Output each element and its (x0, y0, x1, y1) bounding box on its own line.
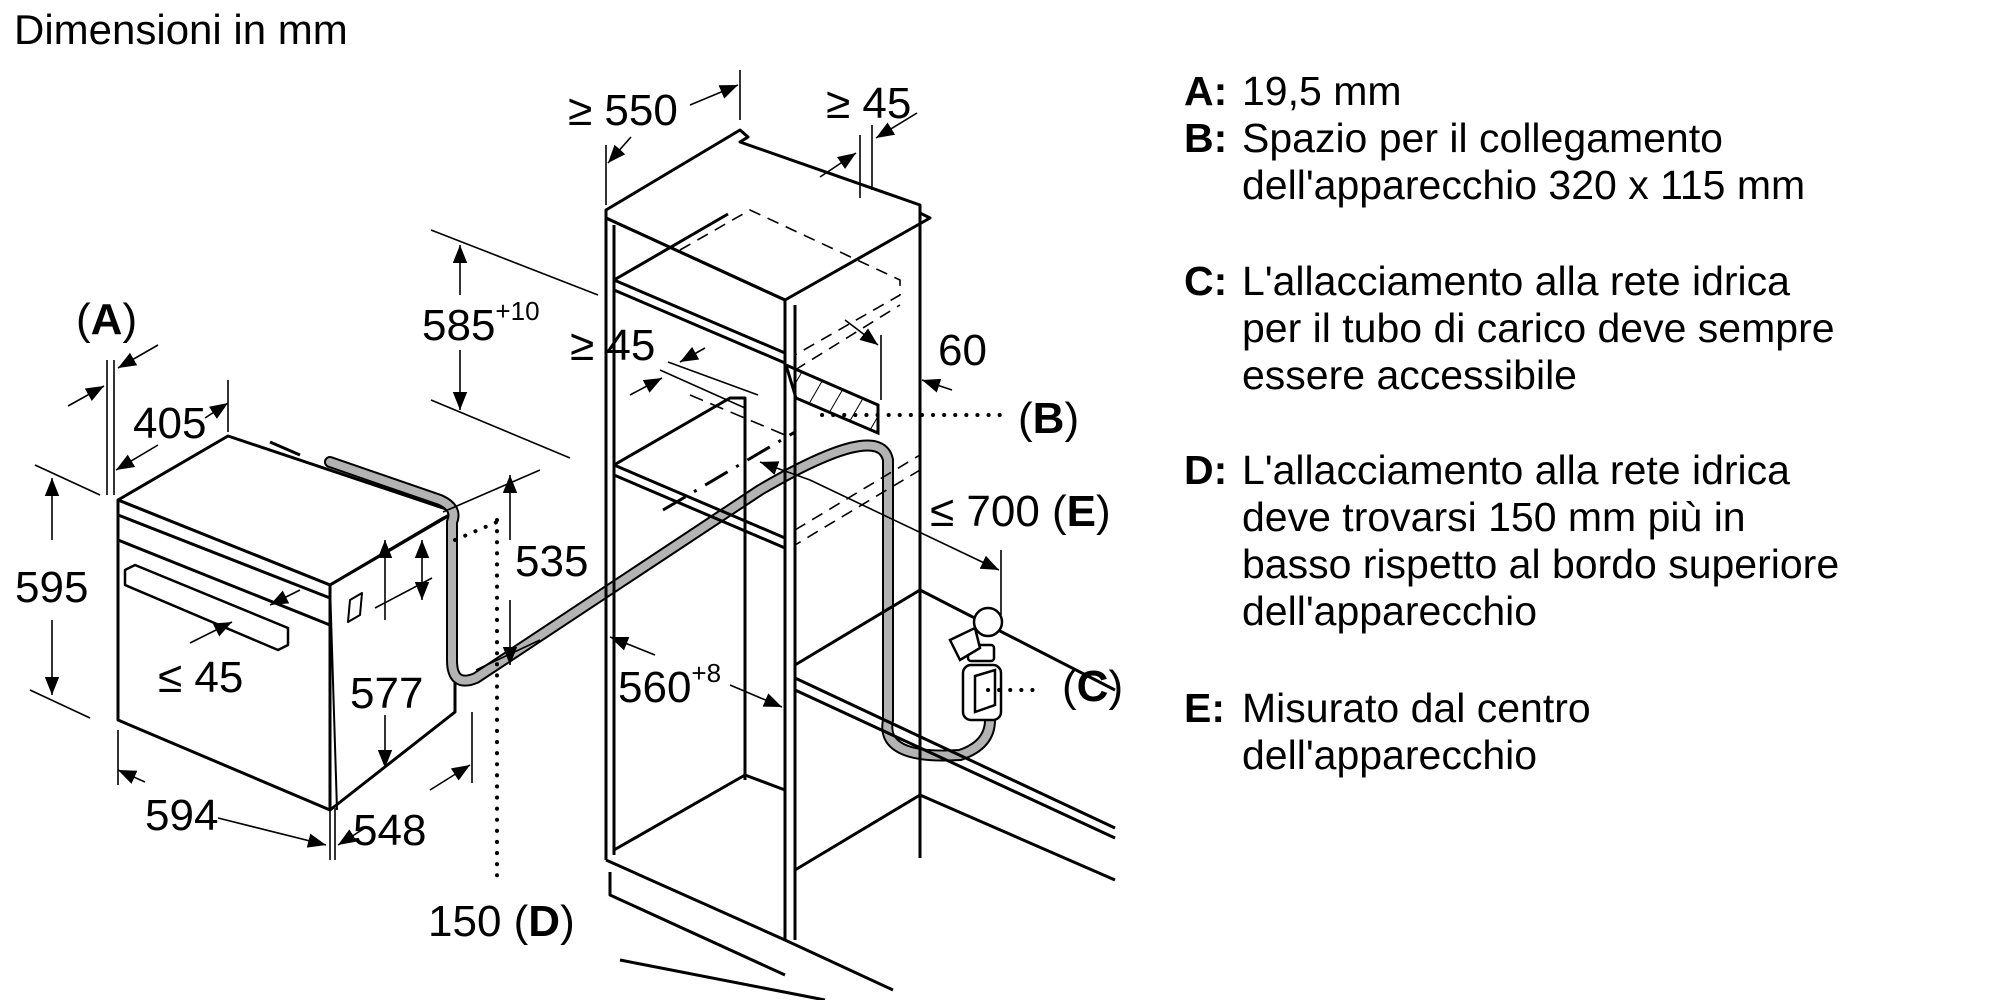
callout-letter: A (90, 295, 123, 344)
label-e: ≤ 700 (E) (930, 487, 1111, 536)
label-niche-width: 560+8 (618, 658, 721, 712)
label-oven-height: 595 (15, 563, 88, 612)
connection-space-b (783, 362, 880, 436)
label-niche-height-low: 535 (515, 537, 588, 586)
label-oven-depth: 405 (133, 399, 206, 448)
label-front-gap: ≥ 45 (570, 321, 655, 370)
label-handle-depth: ≤ 45 (158, 653, 243, 702)
label-oven-body-depth: 548 (353, 806, 426, 855)
legend-key: A: (1184, 68, 1228, 114)
legend-text: Misurato dal centro dell'apparecchio (1242, 685, 1591, 778)
oven-handle (123, 563, 290, 652)
callout-letter: E (1066, 487, 1097, 536)
label-c: (C) (1062, 662, 1124, 711)
cabinet (604, 128, 1116, 1000)
diagram-title: Dimensioni in mm (14, 6, 348, 53)
legend-text: Spazio per il collegamento dell'apparecc… (1242, 115, 1806, 208)
niche-height-tol: +10 (495, 296, 539, 326)
label-cab-depth: ≥ 550 (568, 86, 678, 135)
label-cab-back-gap: ≥ 45 (826, 79, 911, 128)
niche-width-tol: +8 (691, 658, 721, 688)
label-oven-body-height: 577 (350, 669, 423, 718)
legend-e: E: Misurato dal centro dell'apparecchio (1184, 685, 1591, 779)
legend-b: B: Spazio per il collegamento dell'appare… (1184, 115, 1805, 209)
legend-text: 19,5 mm (1242, 68, 1402, 114)
label-a: (A) (76, 295, 138, 344)
oven-side-vent (347, 592, 363, 623)
installation-diagram: 405 595 ≤ 45 594 577 548 535 ≥ 550 ≥ 45 … (15, 70, 1116, 1000)
legend-key: C: (1184, 258, 1228, 304)
legend-a: A: 19,5 mm (1184, 68, 1402, 115)
legend-text: L'allacciamento alla rete idrica per il … (1242, 258, 1835, 398)
label-d: 150 (D) (428, 897, 575, 946)
legend-text: L'allacciamento alla rete idrica deve tr… (1242, 447, 1840, 634)
water-tap-icon (948, 606, 1004, 722)
label-b: (B) (1018, 394, 1080, 443)
niche-width-value: 560 (618, 663, 691, 712)
dimension-lines (29, 70, 1002, 860)
label-oven-width: 594 (145, 791, 218, 840)
legend-c: C: L'allacciamento alla rete idrica per i… (1184, 258, 1835, 399)
dotted-leaders (453, 413, 1042, 882)
legend-key: B: (1184, 115, 1228, 161)
label-side-60: 60 (938, 326, 987, 375)
legend-key: D: (1184, 447, 1228, 493)
callout-letter: C (1076, 662, 1109, 711)
legend-d: D: L'allacciamento alla rete idrica deve … (1184, 447, 1839, 635)
callout-letter: B (1032, 394, 1065, 443)
niche-height-value: 585 (422, 301, 495, 350)
callout-letter: D (528, 897, 561, 946)
legend-key: E: (1184, 685, 1225, 731)
label-niche-height: 585+10 (422, 296, 540, 350)
